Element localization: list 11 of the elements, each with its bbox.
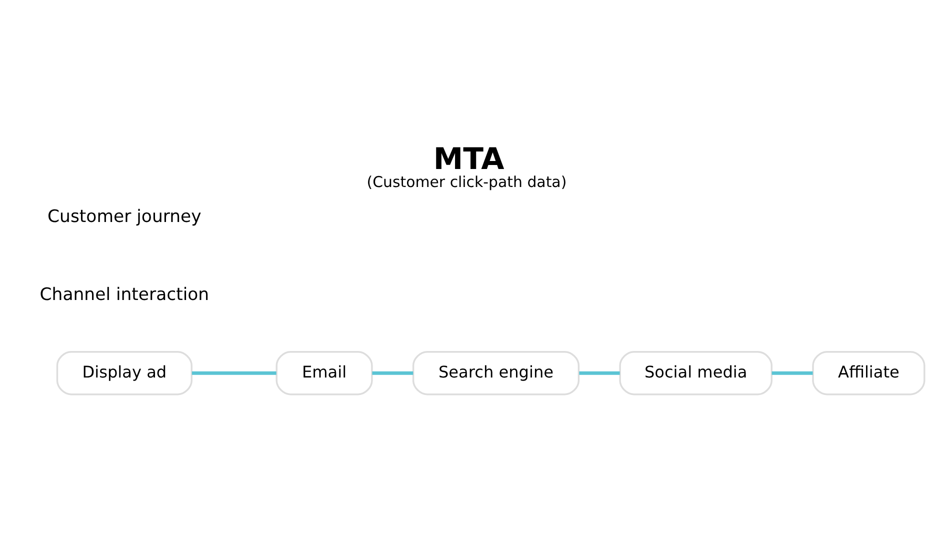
connector bbox=[578, 371, 620, 375]
node-box: Social media bbox=[618, 350, 772, 396]
node-box: Email bbox=[275, 350, 372, 396]
label: Customer journey bbox=[47, 207, 201, 228]
node-box: Affiliate bbox=[812, 350, 925, 396]
node-box: Search engine bbox=[412, 350, 580, 396]
connector bbox=[191, 371, 276, 375]
connector bbox=[771, 371, 812, 375]
node-box: Display ad bbox=[56, 350, 192, 396]
connector bbox=[372, 371, 413, 375]
label: Channel interaction bbox=[39, 285, 209, 306]
